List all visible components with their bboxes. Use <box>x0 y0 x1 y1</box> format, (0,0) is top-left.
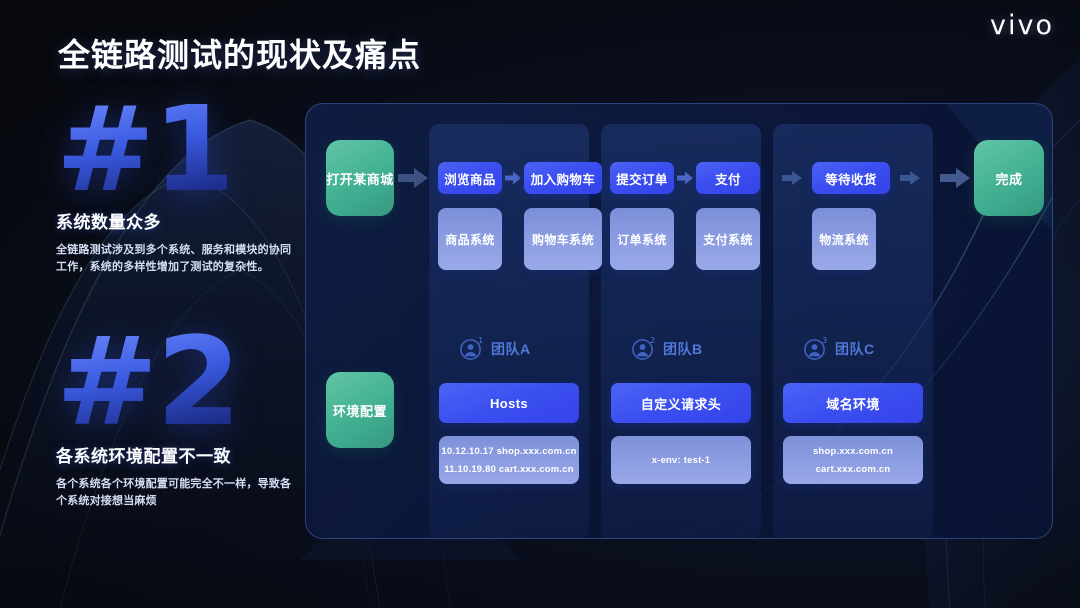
vivo-logo: vivo <box>990 10 1054 41</box>
team-b-header: 2 团队B <box>631 336 703 361</box>
pain-point-1: #1 系统数量众多 全链路测试涉及到多个系统、服务和模块的协同工作，系统的多样性… <box>56 90 306 276</box>
step-add-to-cart[interactable]: 加入购物车 <box>524 162 602 194</box>
team-label: 团队A <box>491 340 531 357</box>
user-circle-icon: 2 <box>632 336 655 360</box>
config-line: 10.12.10.17 shop.xxx.com.cn <box>441 445 577 457</box>
pain-point-rail: #1 系统数量众多 全链路测试涉及到多个系统、服务和模块的协同工作，系统的多样性… <box>56 90 306 510</box>
node-complete[interactable]: 完成 <box>974 140 1044 216</box>
team-label: 团队C <box>835 340 875 357</box>
user-circle-icon: 3 <box>804 336 827 360</box>
config-line: 11.10.19.80 cart.xxx.com.cn <box>444 463 574 475</box>
team-a-header: 1 团队A <box>459 336 531 361</box>
system-box-product[interactable]: 商品系统 <box>438 208 502 270</box>
system-box-payment[interactable]: 支付系统 <box>696 208 760 270</box>
pain-point-title: 各系统环境配置不一致 <box>56 446 231 466</box>
step-browse-products[interactable]: 浏览商品 <box>438 162 502 194</box>
flow-diagram-panel: 打开某商城 完成 环境配置 浏览商品 加入购物车 商品系统 购物车系统 1 团队… <box>305 103 1053 539</box>
node-open-mall[interactable]: 打开某商城 <box>326 140 394 216</box>
pain-point-description: 各个系统各个环境配置可能完全不一样，导致各个系统对接想当麻烦 <box>56 477 292 507</box>
team-badge: 2 <box>650 336 655 345</box>
arrow-right-icon <box>677 171 693 185</box>
pain-point-2: #2 各系统环境配置不一致 各个系统各个环境配置可能完全不一样，导致各个系统对接… <box>56 321 306 510</box>
arrow-right-icon <box>782 171 802 185</box>
config-title-domain-env[interactable]: 域名环境 <box>783 383 923 423</box>
step-payment[interactable]: 支付 <box>696 162 760 194</box>
config-body-domain-env[interactable]: shop.xxx.com.cn cart.xxx.com.cn <box>783 436 923 484</box>
page-title: 全链路测试的现状及痛点 <box>58 37 422 73</box>
pain-point-number: #2 <box>56 321 306 443</box>
node-env-config[interactable]: 环境配置 <box>326 372 394 448</box>
system-box-logistics[interactable]: 物流系统 <box>812 208 876 270</box>
pain-point-number: #1 <box>56 90 306 208</box>
arrow-right-icon <box>398 168 428 188</box>
team-badge: 1 <box>478 336 483 345</box>
config-title-hosts[interactable]: Hosts <box>439 383 579 423</box>
step-await-delivery[interactable]: 等待收货 <box>812 162 890 194</box>
team-c-header: 3 团队C <box>803 336 875 361</box>
pain-point-title: 系统数量众多 <box>56 212 161 232</box>
team-label: 团队B <box>663 340 703 357</box>
config-body-hosts[interactable]: 10.12.10.17 shop.xxx.com.cn 11.10.19.80 … <box>439 436 579 484</box>
config-title-custom-header[interactable]: 自定义请求头 <box>611 383 751 423</box>
pain-point-description: 全链路测试涉及到多个系统、服务和模块的协同工作，系统的多样性增加了测试的复杂性。 <box>56 243 292 273</box>
system-box-cart[interactable]: 购物车系统 <box>524 208 602 270</box>
config-body-custom-header[interactable]: x-env: test-1 <box>611 436 751 484</box>
arrow-right-icon <box>940 168 970 188</box>
arrow-right-icon <box>505 171 521 185</box>
config-line: shop.xxx.com.cn <box>812 445 894 457</box>
config-line: cart.xxx.com.cn <box>815 463 891 475</box>
config-line: x-env: test-1 <box>651 454 711 466</box>
arrow-right-icon <box>900 171 920 185</box>
team-badge: 3 <box>822 336 827 345</box>
system-box-order[interactable]: 订单系统 <box>610 208 674 270</box>
step-submit-order[interactable]: 提交订单 <box>610 162 674 194</box>
user-circle-icon: 1 <box>460 336 483 360</box>
